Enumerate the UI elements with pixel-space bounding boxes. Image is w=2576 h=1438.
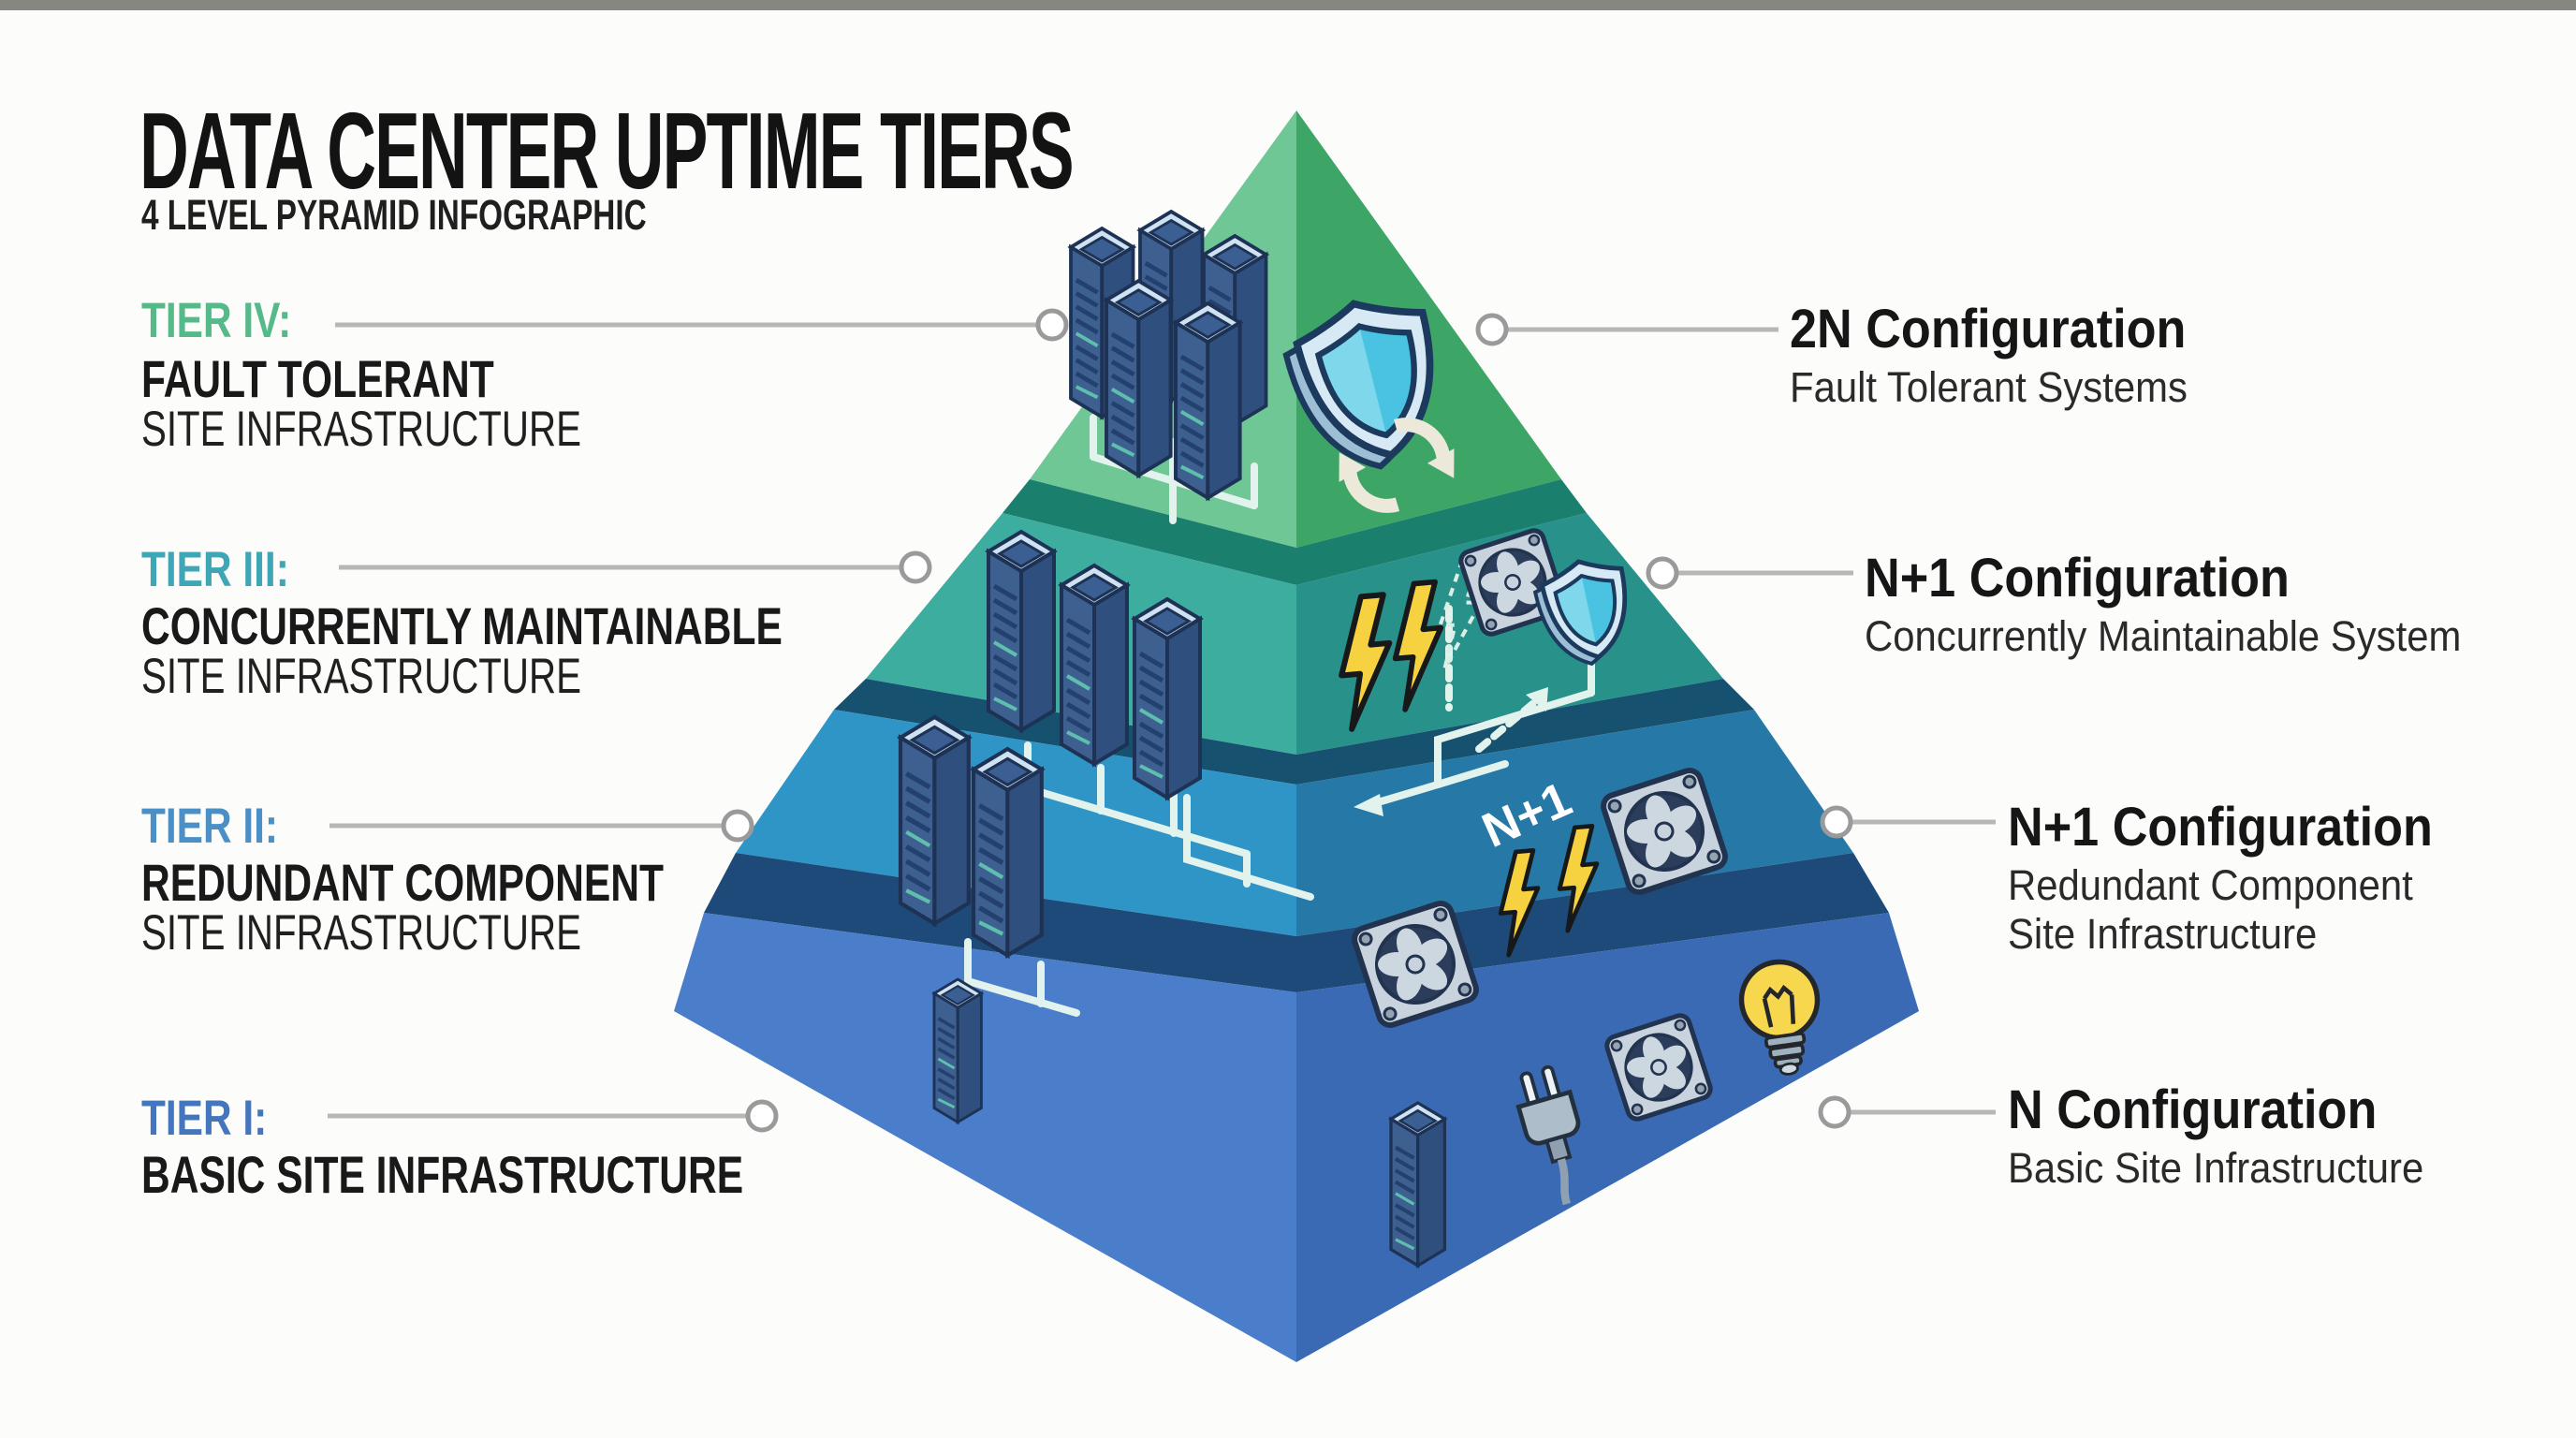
tier3-config-title: N+1 Configuration [1865, 548, 2290, 609]
page-subtitle: 4 LEVEL PYRAMID INFOGRAPHIC [141, 191, 647, 239]
tier2-line1: REDUNDANT COMPONENT [141, 853, 665, 912]
tier2-config-title: N+1 Configuration [2008, 797, 2433, 858]
pyramid [674, 110, 1919, 1362]
server-rack-icon [973, 749, 1042, 955]
connector-dot-tier3-left [899, 550, 932, 584]
tier2-config-sub1: Redundant Component [2008, 861, 2413, 909]
connector-dot-tier2-right [1820, 805, 1853, 839]
connector-dot-tier4-left [1035, 308, 1069, 342]
connector-lines [328, 322, 1996, 1119]
tier2-label: TIER II: [141, 799, 279, 854]
tier3-line1: CONCURRENTLY MAINTAINABLE [141, 596, 783, 655]
tier2-config-sub2: Site Infrastructure [2008, 910, 2318, 958]
server-rack-icon [932, 977, 984, 1124]
tier1-label: TIER I: [141, 1091, 268, 1146]
server-rack-icon [1176, 303, 1240, 498]
tier1-config-sub: Basic Site Infrastructure [2008, 1144, 2424, 1192]
server-rack-icon [1391, 1103, 1444, 1266]
connector-dot-tier4-right [1475, 313, 1509, 346]
tier3-bottom-band [834, 679, 1754, 785]
tier4-config-sub: Fault Tolerant Systems [1790, 363, 2188, 411]
server-rack-icon [1134, 599, 1200, 798]
tier4-line1: FAULT TOLERANT [141, 349, 494, 408]
tier3-line2: SITE INFRASTRUCTURE [141, 649, 581, 704]
dashed-bolt-icon [1437, 561, 1485, 669]
server-rack-icon [900, 717, 969, 923]
tier2-line2: SITE INFRASTRUCTURE [141, 905, 581, 961]
tier2-bottom-band [704, 853, 1889, 992]
tier3-config-sub: Concurrently Maintainable System [1865, 612, 2462, 660]
connector-dots [721, 308, 1853, 1133]
connector-dot-tier3-right [1646, 556, 1679, 590]
tier3-label: TIER III: [141, 542, 289, 597]
server-rack-icon [1106, 281, 1171, 476]
server-rack-icon [1061, 565, 1127, 764]
server-rack-icon [988, 532, 1054, 730]
connector-dot-tier2-left [721, 809, 754, 843]
connector-dot-tier1-right [1818, 1095, 1852, 1129]
tier1-line1: BASIC SITE INFRASTRUCTURE [141, 1145, 744, 1204]
tier4-config-title: 2N Configuration [1790, 299, 2187, 360]
tier4-bottom-band [1003, 479, 1587, 585]
tier1-face-left [674, 913, 1296, 1362]
tier4-line2: SITE INFRASTRUCTURE [141, 402, 581, 457]
scan-artifact-strip [0, 0, 2576, 10]
tier4-label: TIER IV: [141, 293, 292, 348]
page-title: DATA CENTER UPTIME TIERS [139, 90, 1075, 212]
connector-dot-tier1-left [745, 1099, 779, 1133]
tier1-config-title: N Configuration [2008, 1079, 2378, 1140]
